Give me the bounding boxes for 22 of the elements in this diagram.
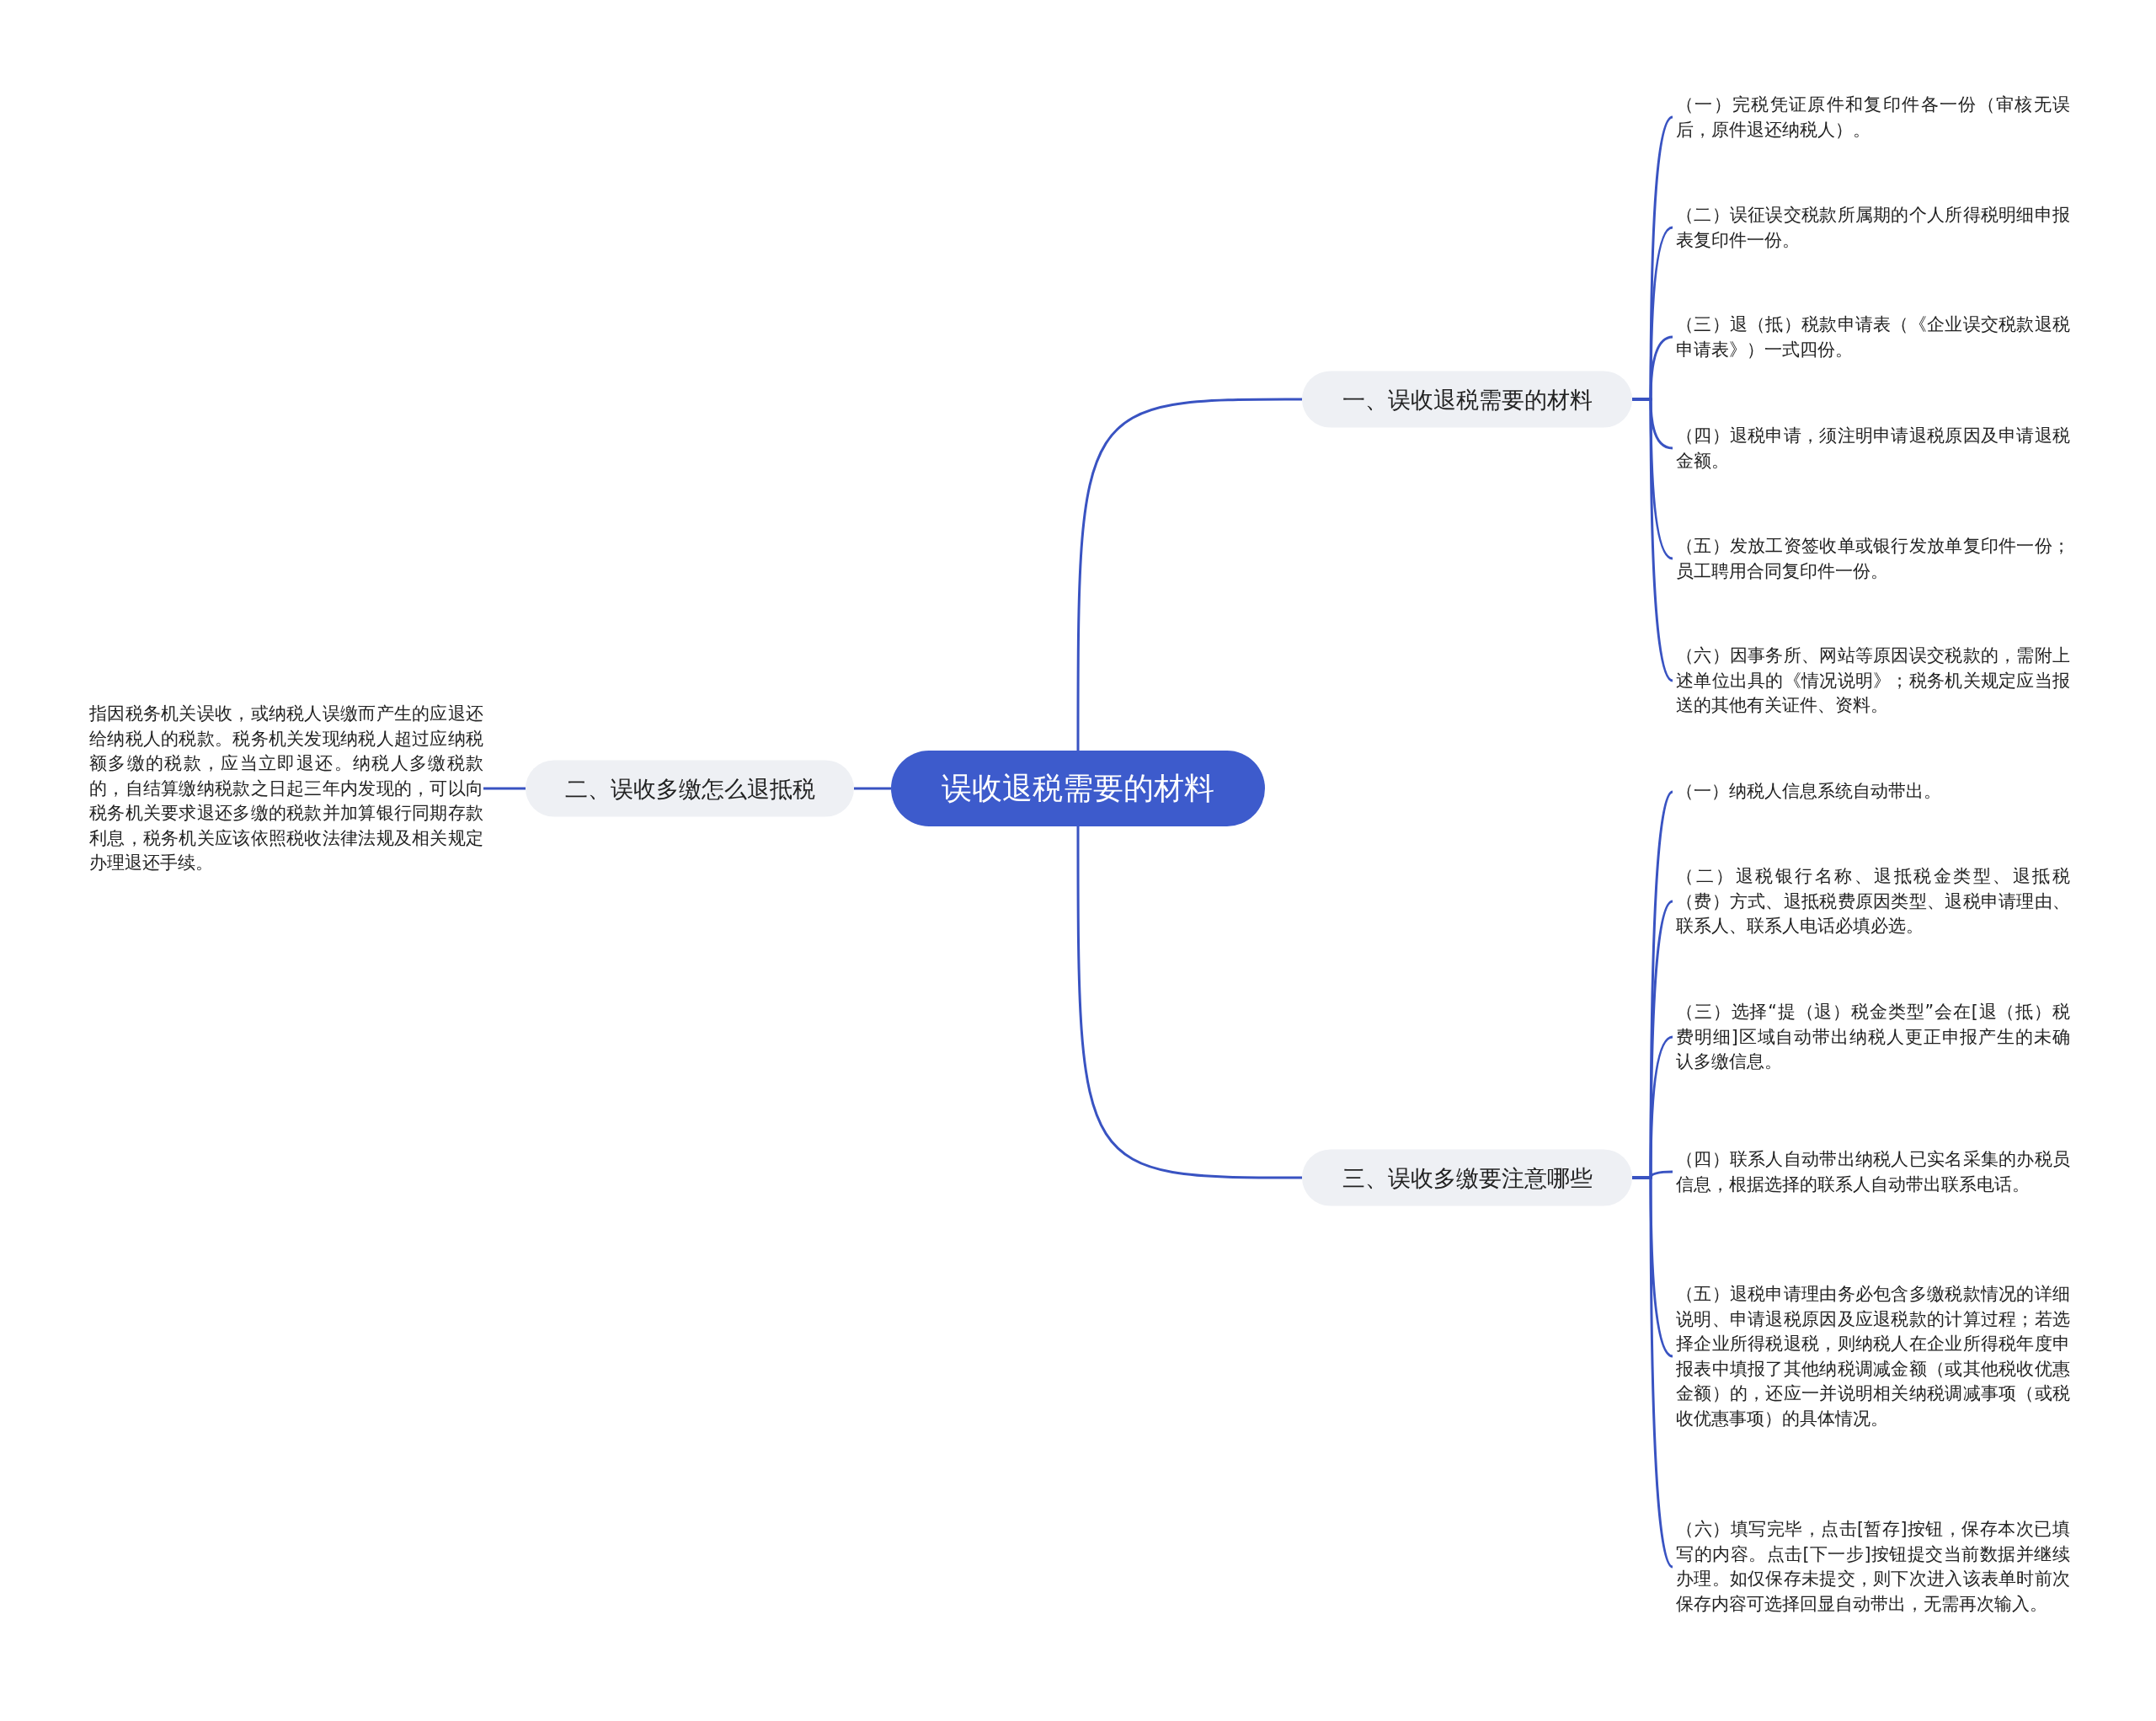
note-text: （二）误征误交税款所属期的个人所得税明细申报表复印件一份。 <box>1676 202 2070 253</box>
connector-line <box>1632 1176 1673 1569</box>
note-text: （六）因事务所、网站等原因误交税款的，需附上述单位出具的《情况说明》；税务机关规定应当报送的其他有关证件、资料。 <box>1676 643 2070 719</box>
note-text: （三）选择“提（退）税金类型”会在[退（抵）税费明细]区域自动带出纳税人更正申报产生的未确认多缴信息。 <box>1676 999 2070 1075</box>
connector-line <box>483 787 526 790</box>
topic-box: 三、误收多缴要注意哪些 <box>1302 1149 1632 1206</box>
note-text: 指因税务机关误收，或纳税人误缴而产生的应退还给纳税人的税款。税务机关发现纳税人超过应纳税额多缴的税款，应当立即退还。纳税人多缴税款的，自结算缴纳税款之日起三年内发现的，可以向税务机关要求退还多缴的税款并加算银行同期存款利息，税务机关应该依照税收法律法规及相关规定办理退还手续。 <box>89 701 483 876</box>
note-text: （五）退税申请理由务必包含多缴税款情况的详细说明、申请退税原因及应退税款的计算过程；若选择企业所得税退税，则纳税人在企业所得税年度申报表中填报了其他纳税调减金额（或其他税收优惠金额）的，还应一并说明相关纳税调减事项（或税收优惠事项）的具体情况。 <box>1676 1281 2070 1431</box>
note-text: （一）纳税人信息系统自动带出。 <box>1676 779 2070 804</box>
note-text: （三）退（抵）税款申请表（《企业误交税款退税申请表》）一式四份。 <box>1676 312 2070 362</box>
central-topic-box: 误收退税需要的材料 <box>891 751 1265 826</box>
note-text: （四）退税申请，须注明申请退税原因及申请退税金额。 <box>1676 423 2070 473</box>
note-text: （六）填写完毕，点击[暂存]按钮，保存本次已填写的内容。点击[下一步]按钮提交当前数据并继续办理。如仅保存未提交，则下次进入该表单时前次保存内容可选择回显自动带出，无需再次输入。 <box>1676 1517 2070 1617</box>
connector-line <box>854 787 891 790</box>
note-text: （二）退税银行名称、退抵税金类型、退抵税（费）方式、退抵税费原因类型、退税申请理由、联系人、联系人电话必填必选。 <box>1676 863 2070 939</box>
topic-box: 一、误收退税需要的材料 <box>1302 371 1632 428</box>
note-text: （四）联系人自动带出纳税人已实名采集的办税员信息，根据选择的联系人自动带出联系电话。 <box>1676 1146 2070 1197</box>
topic-box: 二、误收多缴怎么退抵税 <box>526 760 854 817</box>
connector-line <box>1076 398 1302 751</box>
note-text: （一）完税凭证原件和复印件各一份（审核无误后，原件退还纳税人）。 <box>1676 92 2070 142</box>
connector-line <box>1076 826 1302 1179</box>
note-text: （五）发放工资签收单或银行发放单复印件一份；员工聘用合同复印件一份。 <box>1676 533 2070 584</box>
